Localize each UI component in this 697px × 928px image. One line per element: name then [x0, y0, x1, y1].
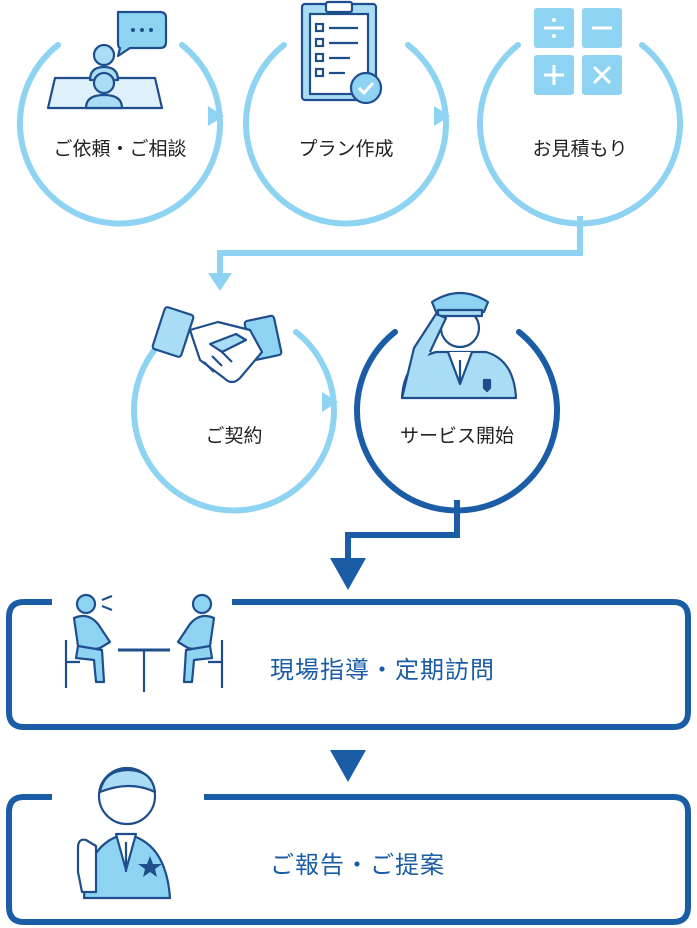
calculator-icon — [534, 8, 622, 95]
arrow-3-4 — [208, 273, 232, 291]
box-1-frame — [6, 599, 691, 730]
step-circle-2 — [243, 42, 449, 227]
step-circle-4 — [131, 329, 337, 514]
consultation-icon — [46, 10, 168, 110]
step-label-2: プラン作成 — [298, 138, 394, 160]
arrow-4-5 — [322, 392, 338, 412]
step-label-3: お見積もり — [532, 138, 628, 160]
arrow-1-2 — [208, 106, 224, 126]
connector-5-box1 — [345, 500, 460, 560]
step-label-1: ご依頼・ご相談 — [53, 138, 187, 160]
meeting-people-icon — [64, 593, 224, 692]
clipboard-checklist-icon — [300, 0, 383, 105]
handshake-icon — [151, 306, 283, 384]
box-2-frame — [6, 794, 691, 925]
arrow-2-3 — [434, 106, 450, 126]
step-circle-1 — [17, 42, 223, 227]
saluting-guard-icon — [400, 291, 518, 400]
arrow-5-box1 — [330, 558, 366, 590]
presenter-icon — [76, 766, 172, 900]
step-label-4: ご契約 — [205, 425, 263, 447]
box-label-2: ご報告・ご提案 — [270, 851, 445, 879]
connector-3-4 — [217, 216, 583, 275]
step-label-5: サービス開始 — [399, 425, 515, 447]
arrow-box1-box2 — [330, 750, 366, 782]
box-label-1: 現場指導・定期訪問 — [270, 656, 495, 684]
